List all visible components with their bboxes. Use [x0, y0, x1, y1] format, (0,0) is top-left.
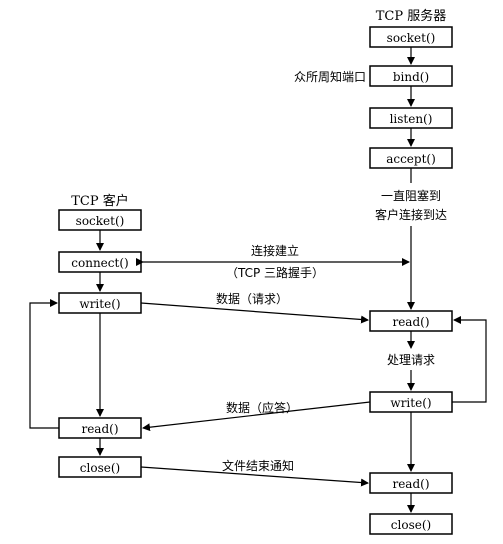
- server-loop-arrow: [452, 316, 487, 403]
- eof-label: 文件结束通知: [222, 458, 294, 473]
- client-write-box: write(): [58, 292, 142, 314]
- server-listen-label: listen(): [390, 112, 433, 126]
- client-read-box: read(): [58, 417, 142, 439]
- server-close-label: close(): [391, 518, 431, 532]
- request-label: 数据（请求）: [216, 291, 288, 306]
- server-bind-label: bind(): [393, 70, 429, 84]
- server-accept-label: accept(): [386, 152, 436, 166]
- server-write-box: write(): [369, 391, 453, 413]
- client-title: TCP 客户: [71, 193, 129, 209]
- client-write-label: write(): [79, 297, 120, 311]
- block-note-line2: 客户连接到达: [375, 207, 447, 222]
- client-socket-box: socket(): [58, 209, 142, 231]
- server-read2-label: read(): [392, 477, 429, 491]
- request-arrow: [140, 302, 369, 324]
- server-write-label: write(): [390, 396, 431, 410]
- server-bind-box: bind(): [369, 65, 453, 87]
- server-socket-box: socket(): [369, 26, 453, 48]
- process-request-note: 处理请求: [387, 353, 435, 367]
- server-socket-label: socket(): [387, 31, 436, 45]
- client-socket-label: socket(): [76, 214, 125, 228]
- client-connect-label: connect(): [71, 256, 128, 270]
- handshake-label: （TCP 三路握手）: [226, 265, 324, 280]
- connection-label: 连接建立: [251, 243, 299, 258]
- block-note-line1: 一直阻塞到: [381, 188, 441, 203]
- eof-arrow: [140, 466, 369, 487]
- reply-arrow: [142, 401, 371, 432]
- client-read-label: read(): [81, 422, 118, 436]
- client-close-label: close(): [80, 461, 120, 475]
- server-close-box: close(): [369, 513, 453, 535]
- reply-label: 数据（应答）: [226, 400, 298, 415]
- server-read1-box: read(): [369, 310, 453, 332]
- well-known-port-note: 众所周知端口: [294, 70, 366, 84]
- client-loop-arrow: [29, 299, 59, 429]
- client-close-box: close(): [58, 456, 142, 478]
- client-connect-box: connect(): [58, 251, 142, 273]
- server-title: TCP 服务器: [376, 8, 447, 24]
- server-read2-box: read(): [369, 472, 453, 494]
- server-listen-box: listen(): [369, 107, 453, 129]
- server-read1-label: read(): [392, 315, 429, 329]
- server-accept-box: accept(): [369, 147, 453, 169]
